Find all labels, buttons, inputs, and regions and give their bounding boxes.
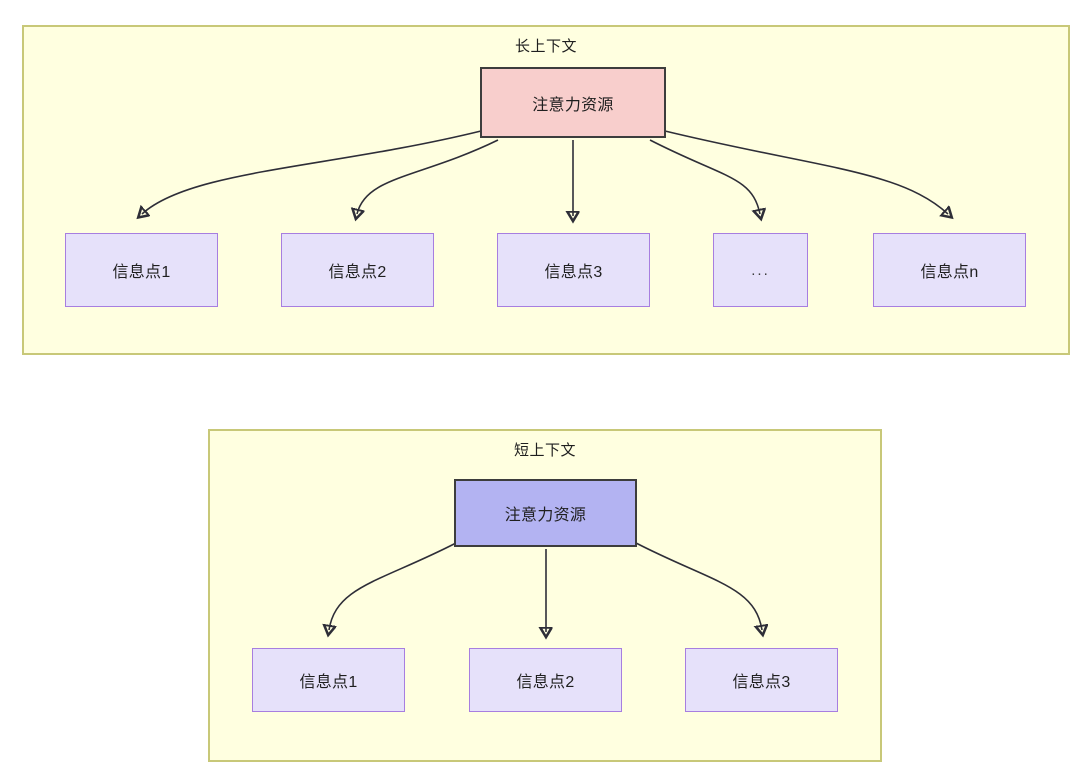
node-label: 信息点3 (544, 264, 603, 281)
node-info-point-short-1[interactable]: 信息点1 (252, 648, 405, 712)
node-label: ... (751, 261, 770, 279)
panel-long-context-title: 长上下文 (514, 38, 577, 55)
node-info-point-short-2[interactable]: 信息点2 (469, 648, 622, 712)
node-info-point-short-3[interactable]: 信息点3 (685, 648, 838, 712)
node-info-point-long-2[interactable]: 信息点2 (281, 233, 434, 307)
node-label: 注意力资源 (504, 507, 587, 524)
node-label: 注意力资源 (532, 96, 614, 114)
node-label: 信息点n (920, 264, 979, 281)
node-info-point-long-1[interactable]: 信息点1 (65, 233, 218, 307)
node-label: 信息点3 (732, 674, 791, 691)
node-label: 信息点1 (112, 264, 171, 281)
node-attention-resource-long[interactable]: 注意力资源 (480, 67, 666, 138)
panel-short-context-title: 短上下文 (513, 442, 576, 459)
node-info-point-long-3[interactable]: 信息点3 (497, 233, 650, 307)
node-attention-resource-short[interactable]: 注意力资源 (454, 479, 637, 547)
node-label: 信息点2 (328, 264, 387, 281)
node-label: 信息点1 (299, 674, 358, 691)
node-label: 信息点2 (516, 674, 575, 691)
node-info-point-long-n[interactable]: 信息点n (873, 233, 1026, 307)
node-info-point-long-ellipsis[interactable]: ... (713, 233, 808, 307)
